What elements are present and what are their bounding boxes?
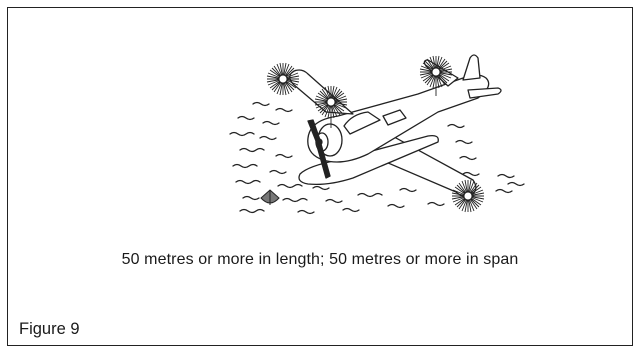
tail-fin (463, 55, 480, 80)
buoy-icon (261, 190, 279, 205)
figure-frame: 50 metres or more in length; 50 metres o… (7, 7, 633, 346)
figure-caption: 50 metres or more in length; 50 metres o… (8, 251, 632, 269)
seaplane-illustration (208, 38, 538, 228)
figure-label: Figure 9 (19, 320, 80, 339)
light-port-wingtip (267, 63, 299, 95)
